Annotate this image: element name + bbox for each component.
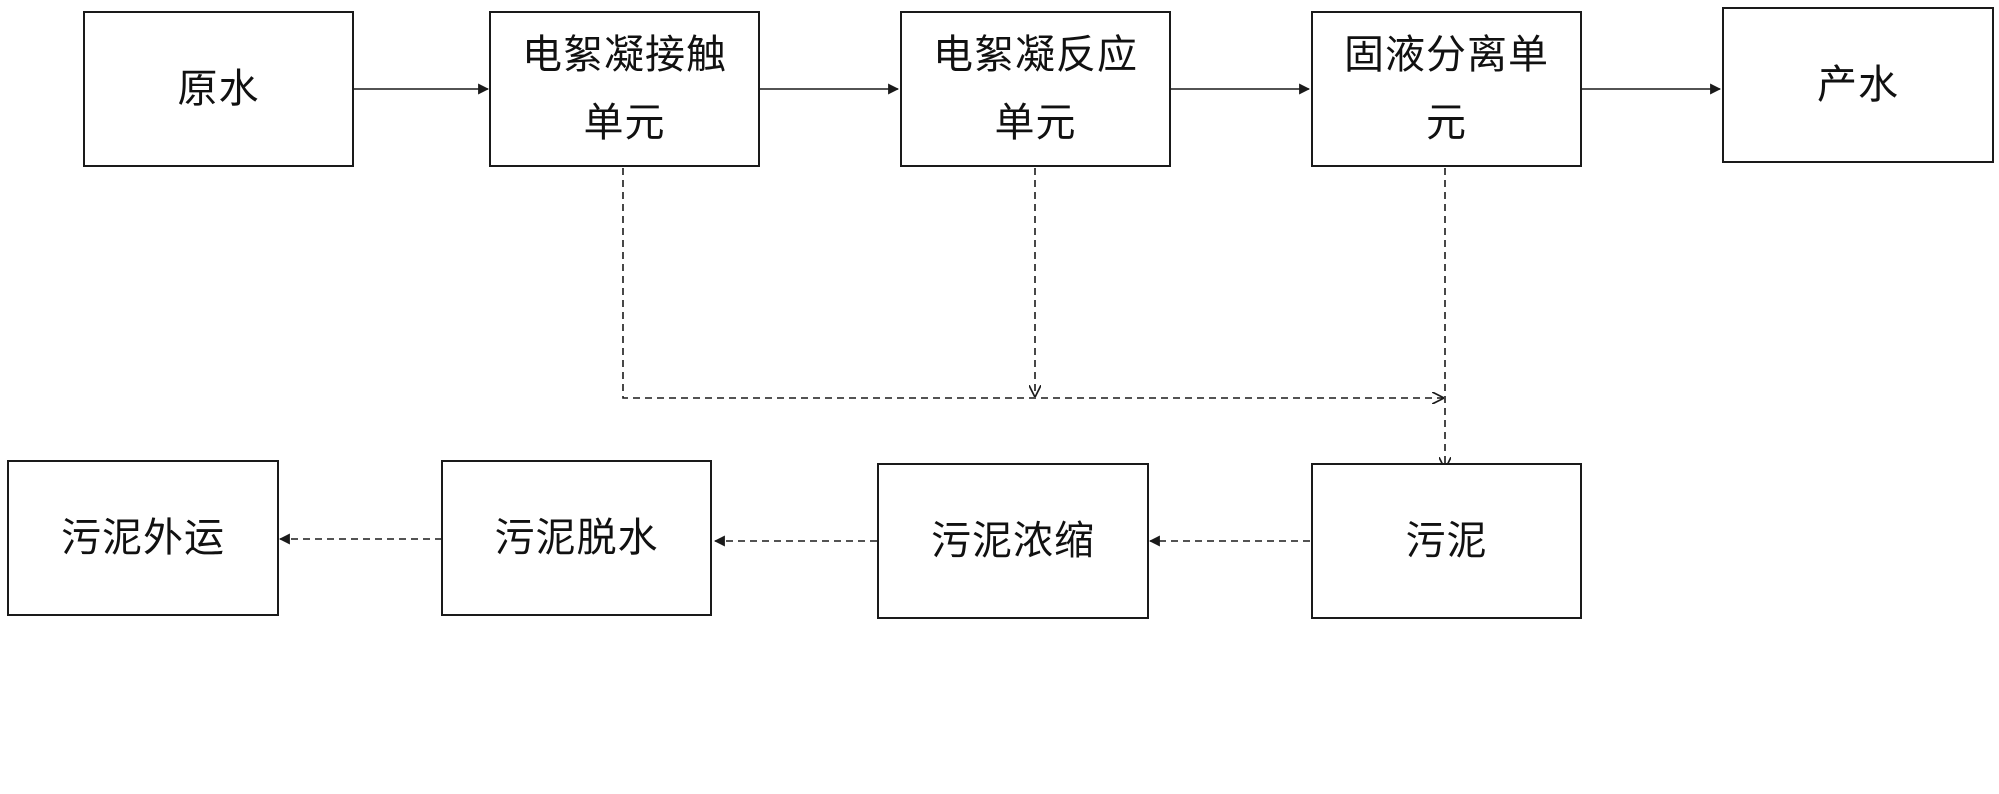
- dashed-line-contact-to-collector: [622, 168, 1443, 398]
- node-ec-reaction-unit: 电絮凝反应单元: [900, 11, 1171, 167]
- node-sludge-dewatering: 污泥脱水: [441, 460, 712, 616]
- node-sludge-thickening: 污泥浓缩: [877, 463, 1149, 619]
- node-product-water: 产水: [1722, 7, 1994, 163]
- node-sludge-transport: 污泥外运: [7, 460, 279, 616]
- node-sludge: 污泥: [1311, 463, 1582, 619]
- node-solid-liquid-separation-unit: 固液分离单元: [1311, 11, 1582, 167]
- node-raw-water: 原水: [83, 11, 354, 167]
- node-ec-contact-unit: 电絮凝接触单元: [489, 11, 760, 167]
